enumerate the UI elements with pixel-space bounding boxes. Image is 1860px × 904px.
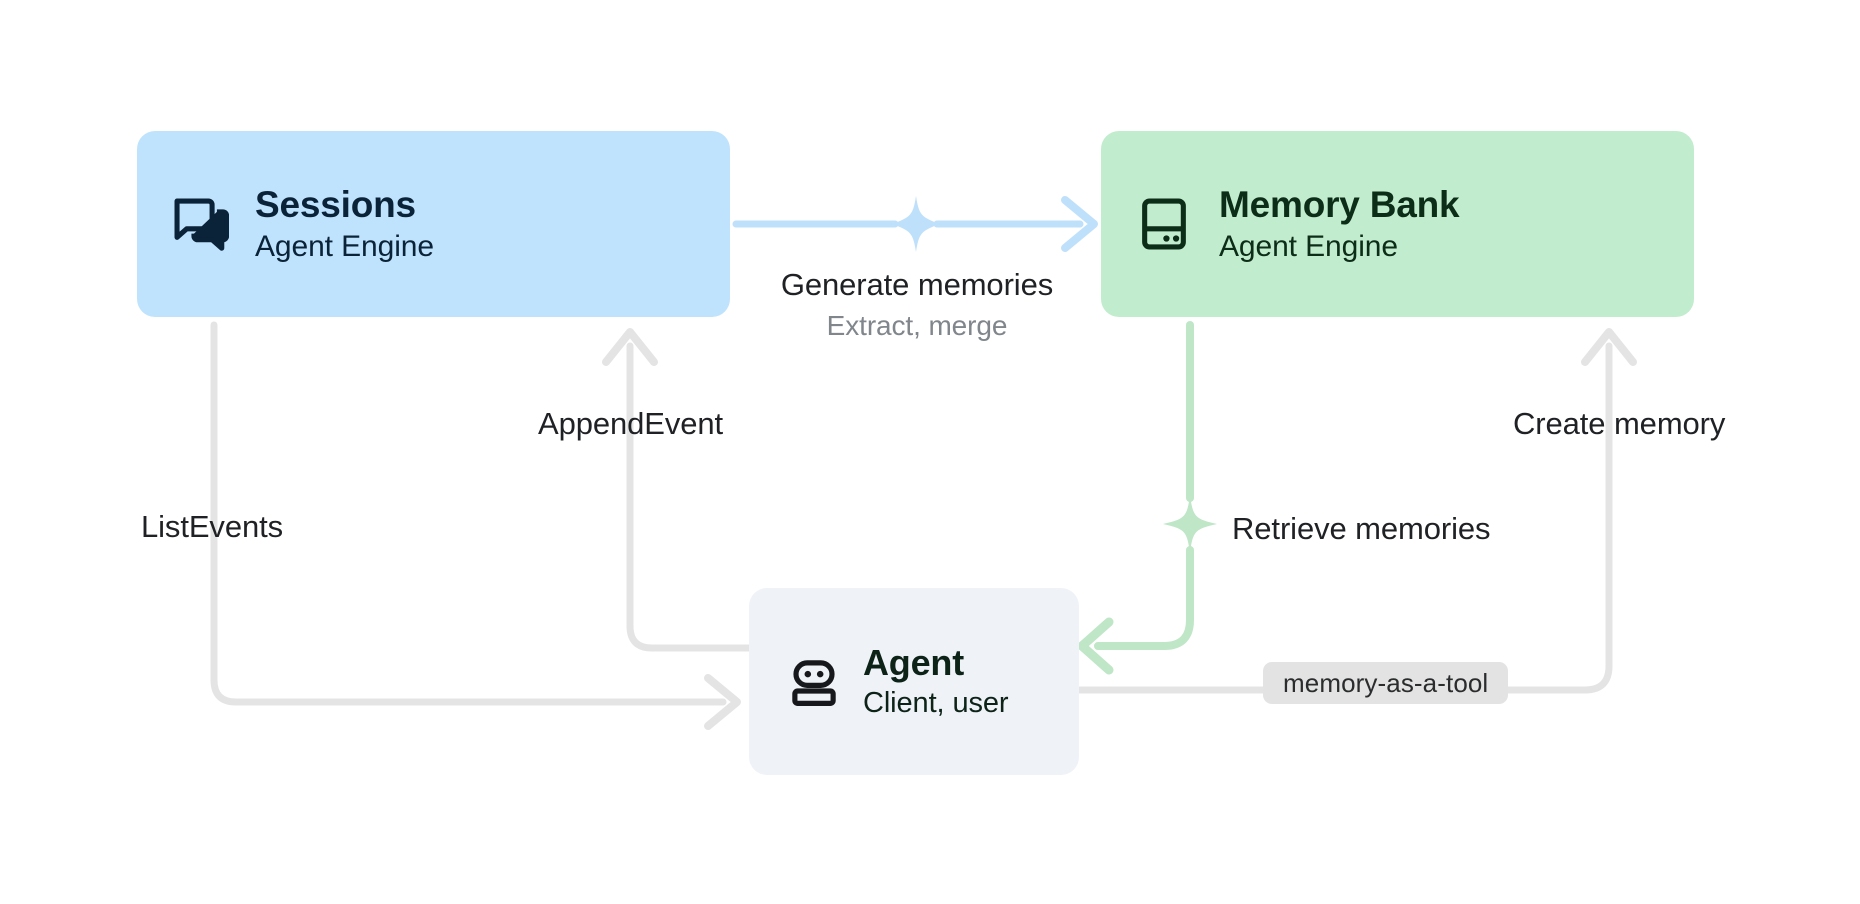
node-memory-bank-title: Memory Bank [1219,184,1460,226]
sparkle-icon [1163,495,1217,553]
edge-label-create-memory: Create memory [1513,405,1725,442]
node-sessions-subtitle: Agent Engine [255,229,434,263]
edge-retrieve-memories [1077,321,1217,675]
edge-label-append-event-main: AppendEvent [538,406,724,441]
sparkle-icon [892,196,940,252]
node-agent-subtitle: Client, user [863,687,1009,720]
node-agent[interactable]: Agent Client, user [749,588,1079,775]
edge-label-append-event: AppendEvent [538,405,723,442]
forum-icon [171,195,229,253]
node-sessions[interactable]: Sessions Agent Engine [137,131,730,317]
edge-label-generate-memories: Generate memories Extract, merge [772,266,1062,343]
database-icon [1135,195,1193,253]
edge-label-generate-memories-sub: Extract, merge [826,310,1008,342]
edge-label-retrieve-memories-main: Retrieve memories [1232,511,1491,546]
edge-generate-memories [732,196,1098,252]
node-agent-title: Agent [863,642,964,684]
edge-label-retrieve-memories: Retrieve memories [1232,510,1491,547]
badge-memory-as-a-tool: memory-as-a-tool [1263,662,1509,704]
badge-memory-as-a-tool-label: memory-as-a-tool [1283,667,1489,698]
edge-label-generate-memories-main: Generate memories [780,267,1054,302]
edge-label-list-events-main: ListEvents [141,509,284,544]
node-sessions-text: Sessions Agent Engine [255,184,434,263]
edge-label-create-memory-main: Create memory [1513,406,1726,441]
edge-append-event [602,328,753,652]
node-memory-bank-text: Memory Bank Agent Engine [1219,184,1460,263]
robot-icon [787,655,841,709]
node-memory-bank-subtitle: Agent Engine [1219,229,1398,263]
node-sessions-title: Sessions [255,184,416,226]
edge-label-list-events: ListEvents [141,508,283,545]
edge-list-events [210,321,741,730]
node-memory-bank[interactable]: Memory Bank Agent Engine [1101,131,1694,317]
node-agent-text: Agent Client, user [863,642,1009,720]
